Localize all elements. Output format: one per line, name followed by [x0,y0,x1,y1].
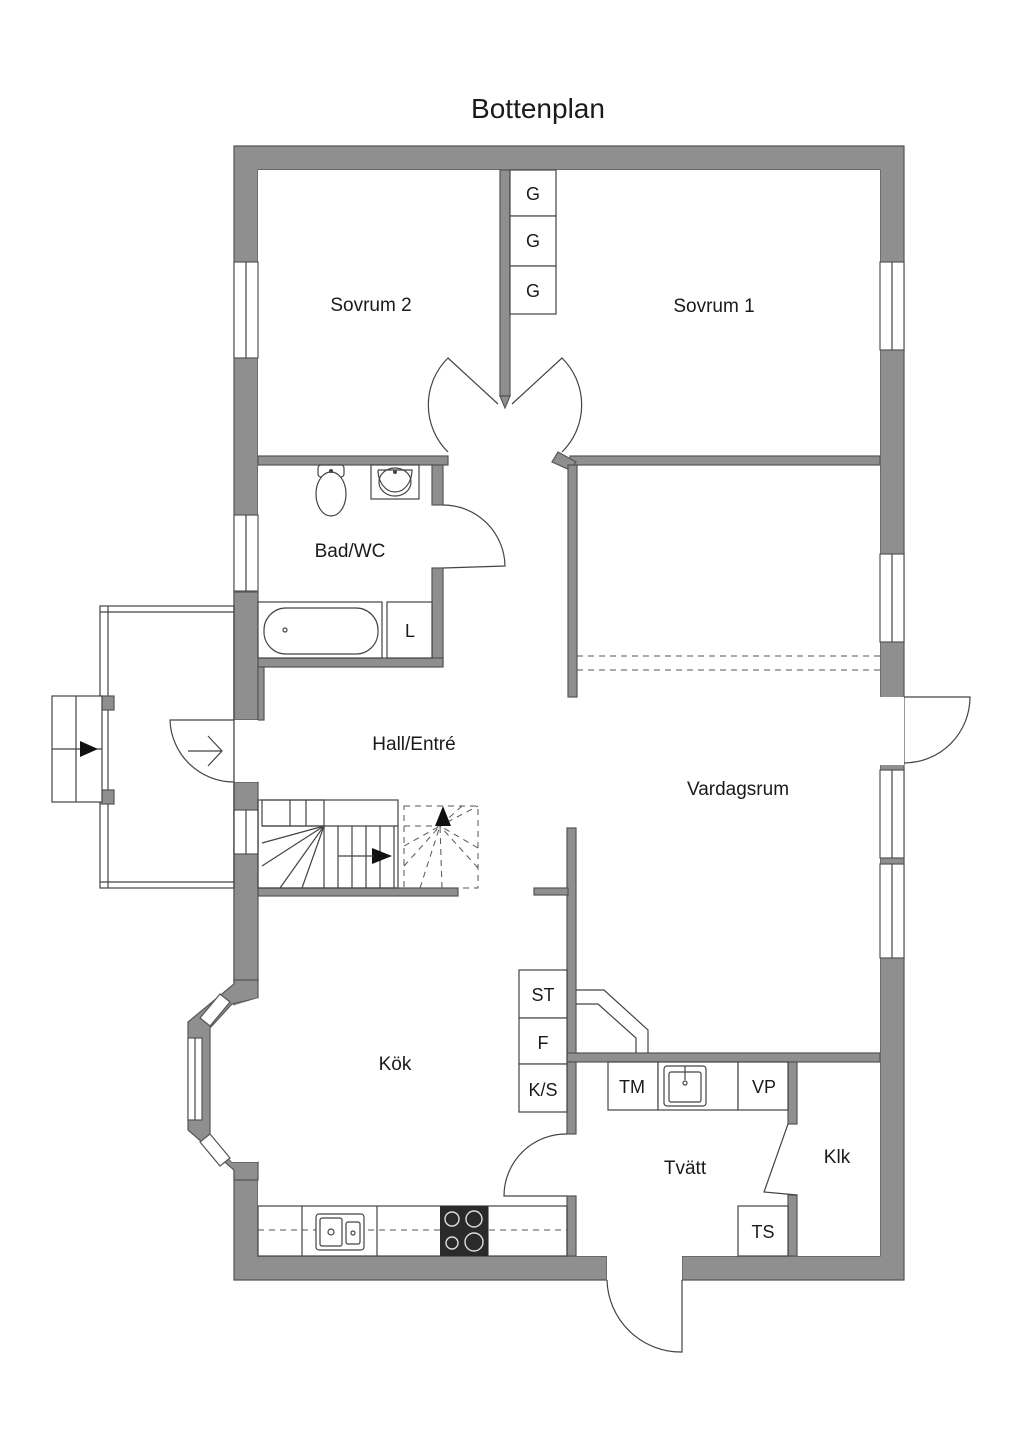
vp-label: VP [752,1077,776,1097]
tm-label: TM [619,1077,645,1097]
kitchen-fixtures: ST F K/S [257,969,568,1257]
room-vardagsrum: Vardagsrum [687,779,789,800]
interior-walls [233,169,881,1257]
room-hall-entre: Hall/Entré [372,734,455,755]
room-labels: Sovrum 2 Sovrum 1 Bad/WC Hall/Entré Vard… [315,295,851,1179]
toilet-icon [315,464,347,517]
wardrobes: G G G [509,169,557,315]
bay-window [187,979,259,1181]
ts-label: TS [751,1222,774,1242]
stairs-arrow-icon [372,848,392,864]
entry-arrow-icon [80,741,98,757]
room-kok: Kök [379,1054,412,1075]
bathroom-sink-icon [370,464,420,500]
doors [169,357,971,1353]
plan-title: Bottenplan [471,93,605,124]
f-label: F [538,1033,549,1053]
ks-label: K/S [528,1080,557,1100]
laundry-fixtures: TM VP TS [607,1061,789,1257]
laundry-sink-icon [663,1065,707,1107]
stove-icon [440,1206,488,1256]
room-bad-wc: Bad/WC [315,541,386,562]
stairs-up-arrow-icon [435,806,451,826]
vent-duct [576,989,649,1053]
room-sovrum-1: Sovrum 1 [673,296,754,317]
stairs [257,799,479,889]
st-label: ST [531,985,554,1005]
windows [233,261,905,959]
bathtub-icon [257,601,383,659]
wardrobe-label-3: G [526,281,540,301]
wardrobe-label-2: G [526,231,540,251]
veranda [51,605,235,889]
linen-label: L [405,621,415,641]
wardrobe-label-1: G [526,184,540,204]
kitchen-sink-icon [315,1213,365,1251]
room-sovrum-2: Sovrum 2 [330,295,411,316]
bathroom-fixtures: L [257,464,433,659]
room-tvatt: Tvätt [664,1158,707,1179]
room-klk: Klk [824,1147,851,1168]
